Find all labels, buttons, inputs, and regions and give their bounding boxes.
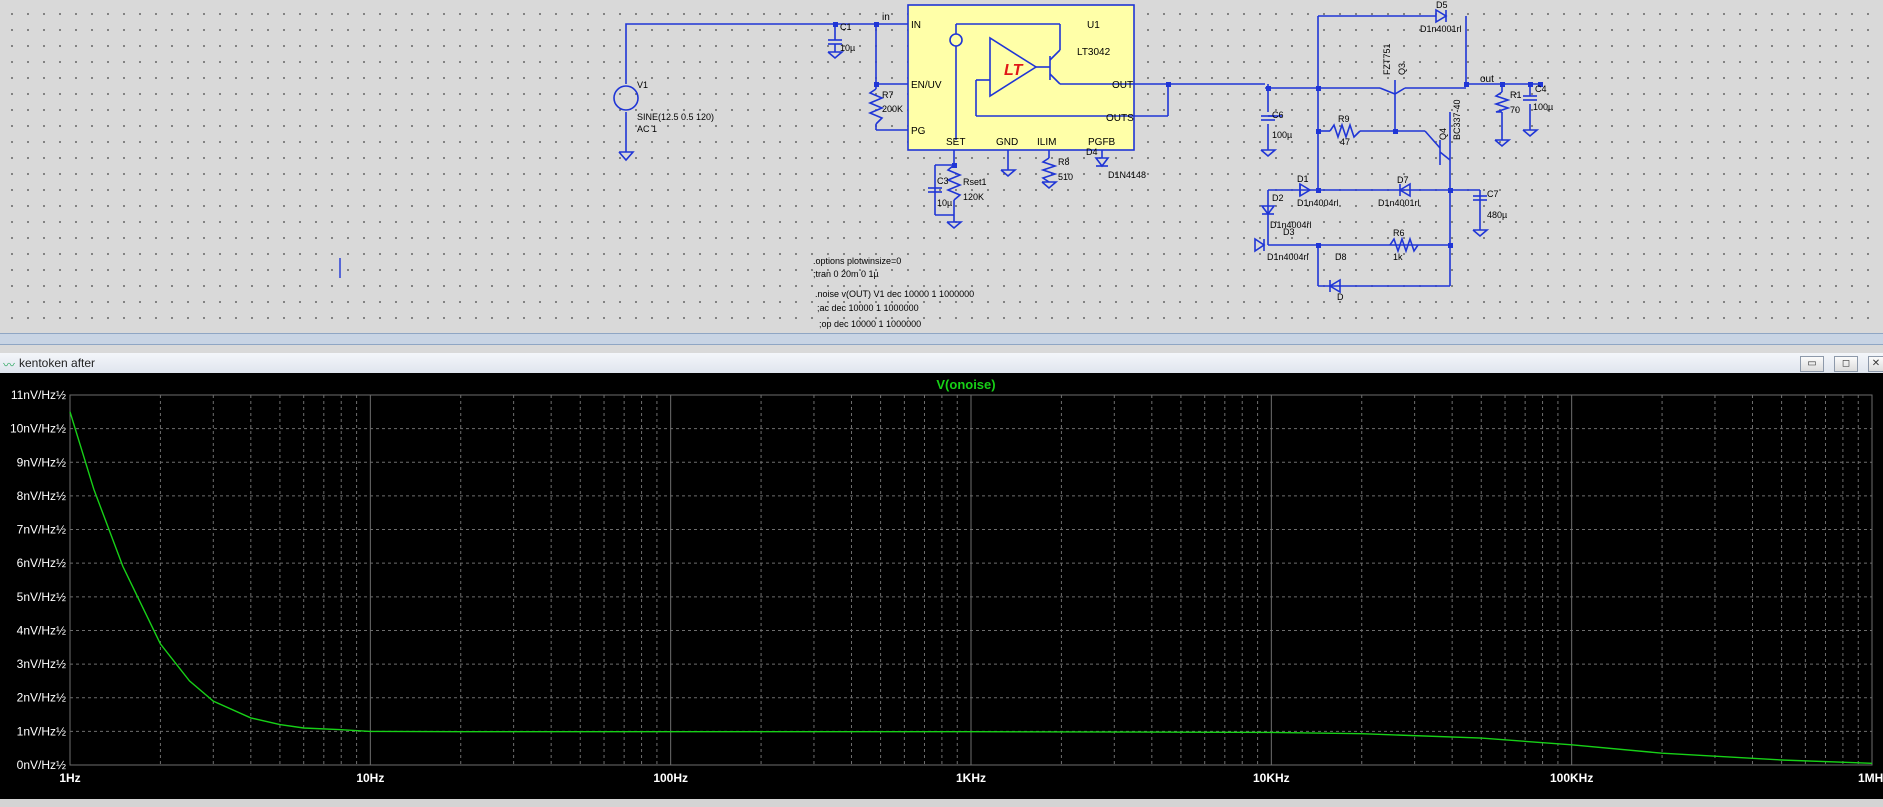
pin-en: EN/UV xyxy=(911,80,942,91)
x-tick-label: 1KHz xyxy=(956,771,986,785)
c3-name[interactable]: C3 xyxy=(937,176,949,186)
d3-value[interactable]: D1n4004rl xyxy=(1267,252,1309,262)
d4-name[interactable]: D4 xyxy=(1086,147,1098,157)
pin-set: SET xyxy=(946,137,965,148)
c4-name[interactable]: C4 xyxy=(1535,84,1547,94)
d5-name[interactable]: D5 xyxy=(1436,0,1448,10)
x-tick-label: 10KHz xyxy=(1253,771,1290,785)
y-tick-label: 8nV/Hz½ xyxy=(17,489,66,503)
plot-window-titlebar[interactable]: 〰 kentoken after ▭ ◻ ✕ xyxy=(0,353,1883,374)
directive-3[interactable]: .noise v(OUT) V1 dec 10000 1 1000000 xyxy=(815,289,974,299)
series-line-onoise xyxy=(69,411,1873,764)
pin-pgfb: PGFB xyxy=(1088,137,1116,148)
x-tick-label: 100KHz xyxy=(1550,771,1593,785)
q3-value[interactable]: FZT751 xyxy=(1382,43,1392,75)
d1-value[interactable]: D1n4004rl xyxy=(1297,198,1339,208)
d7-value[interactable]: D1n4001rl xyxy=(1378,198,1420,208)
schematic-drawing[interactable]: LT U1 LT3042 IN EN/UV PG OUT OUTS SET GN… xyxy=(0,0,1883,333)
rset1-name[interactable]: Rset1 xyxy=(963,177,987,187)
q3-name[interactable]: Q3 xyxy=(1397,63,1407,75)
maximize-button[interactable]: ◻ xyxy=(1834,356,1858,372)
q4-value[interactable]: BC337-40 xyxy=(1452,99,1462,140)
y-tick-label: 10nV/Hz½ xyxy=(10,422,66,436)
v1-value[interactable]: SINE(12.5 0.5 120) xyxy=(637,112,714,122)
d2-name[interactable]: D2 xyxy=(1272,193,1284,203)
chart-title: V(onoise) xyxy=(936,377,995,392)
plot-window-title: kentoken after xyxy=(19,356,96,370)
y-tick-label: 2nV/Hz½ xyxy=(17,691,66,705)
directive-2[interactable]: ;tran 0 20m 0 1µ xyxy=(813,269,879,279)
y-tick-label: 1nV/Hz½ xyxy=(17,724,66,738)
lt-logo: LT xyxy=(1004,62,1024,79)
c6-value[interactable]: 100µ xyxy=(1272,130,1292,140)
r9-name[interactable]: R9 xyxy=(1338,114,1350,124)
waveform-icon: 〰 xyxy=(3,358,16,372)
y-tick-label: 5nV/Hz½ xyxy=(17,590,66,604)
c1-value[interactable]: 10µ xyxy=(840,43,855,53)
c4-value[interactable]: 100µ xyxy=(1533,102,1553,112)
close-button[interactable]: ✕ xyxy=(1868,356,1883,372)
net-label-out[interactable]: out xyxy=(1480,74,1494,85)
rset1-value[interactable]: 120K xyxy=(963,192,984,202)
pin-in: IN xyxy=(911,20,921,31)
c7-value[interactable]: 480µ xyxy=(1487,210,1507,220)
d7-name[interactable]: D7 xyxy=(1397,175,1409,185)
r8-name[interactable]: R8 xyxy=(1058,157,1070,167)
net-label-in[interactable]: in xyxy=(882,12,890,23)
schematic-canvas[interactable]: LT U1 LT3042 IN EN/UV PG OUT OUTS SET GN… xyxy=(0,0,1883,333)
r6-value[interactable]: 1k xyxy=(1393,252,1403,262)
pin-pg: PG xyxy=(911,126,926,137)
d2-value[interactable]: D1n4004rl xyxy=(1270,220,1312,230)
ic-part[interactable]: LT3042 xyxy=(1077,47,1111,58)
directive-4[interactable]: ;ac dec 10000 1 1000000 xyxy=(817,303,919,313)
d5-value[interactable]: D1n4001rl xyxy=(1420,24,1462,34)
pane-splitter[interactable] xyxy=(0,333,1883,345)
pin-ilim: ILIM xyxy=(1037,137,1056,148)
waveform-plot[interactable]: 0nV/Hz½ 1nV/Hz½ 2nV/Hz½ 3nV/Hz½ 4nV/Hz½ 5nV/H… xyxy=(0,373,1883,799)
c7-name[interactable]: C7 xyxy=(1487,189,1499,199)
r7-value[interactable]: 200K xyxy=(882,104,903,114)
directive-5[interactable]: ;op dec 10000 1 1000000 xyxy=(819,319,921,329)
noise-chart[interactable]: 0nV/Hz½ 1nV/Hz½ 2nV/Hz½ 3nV/Hz½ 4nV/Hz½ 5nV/H… xyxy=(0,373,1883,799)
y-tick-label: 6nV/Hz½ xyxy=(17,556,66,570)
d8-name[interactable]: D8 xyxy=(1335,252,1347,262)
x-tick-label: 100Hz xyxy=(653,771,688,785)
c1-name[interactable]: C1 xyxy=(840,22,852,32)
y-tick-label: 9nV/Hz½ xyxy=(17,455,66,469)
d1-name[interactable]: D1 xyxy=(1297,174,1309,184)
y-tick-label: 0nV/Hz½ xyxy=(17,758,66,772)
r7-name[interactable]: R7 xyxy=(882,90,894,100)
y-tick-label: 4nV/Hz½ xyxy=(17,623,66,637)
pin-out: OUT xyxy=(1112,80,1133,91)
x-tick-label: 10Hz xyxy=(356,771,384,785)
r8-value[interactable]: 510 xyxy=(1058,172,1073,182)
x-tick-label: 1MHz xyxy=(1858,771,1883,785)
pin-gnd: GND xyxy=(996,137,1018,148)
pin-outs: OUTS xyxy=(1106,113,1134,124)
r1-name[interactable]: R1 xyxy=(1510,90,1522,100)
r6-name[interactable]: R6 xyxy=(1393,228,1405,238)
c3-value[interactable]: 10µ xyxy=(937,198,952,208)
r9-value[interactable]: 47 xyxy=(1340,137,1350,147)
q4-name[interactable]: Q4 xyxy=(1438,128,1448,140)
r1-value[interactable]: 70 xyxy=(1510,105,1520,115)
d3-name[interactable]: D3 xyxy=(1283,227,1295,237)
ic-name[interactable]: U1 xyxy=(1087,20,1100,31)
x-tick-label: 1Hz xyxy=(59,771,80,785)
c6-name[interactable]: C6 xyxy=(1272,110,1284,120)
y-tick-label: 3nV/Hz½ xyxy=(17,657,66,671)
v1-name[interactable]: V1 xyxy=(637,80,648,90)
directive-1[interactable]: .options plotwinsize=0 xyxy=(813,256,901,266)
status-strip xyxy=(0,799,1883,807)
minimize-button[interactable]: ▭ xyxy=(1800,356,1824,372)
d8-value[interactable]: D xyxy=(1337,292,1344,302)
d4-value[interactable]: D1N4148 xyxy=(1108,170,1146,180)
v1-ac[interactable]: AC 1 xyxy=(637,124,657,134)
y-tick-label: 7nV/Hz½ xyxy=(17,523,66,537)
y-tick-label: 11nV/Hz½ xyxy=(11,388,66,402)
